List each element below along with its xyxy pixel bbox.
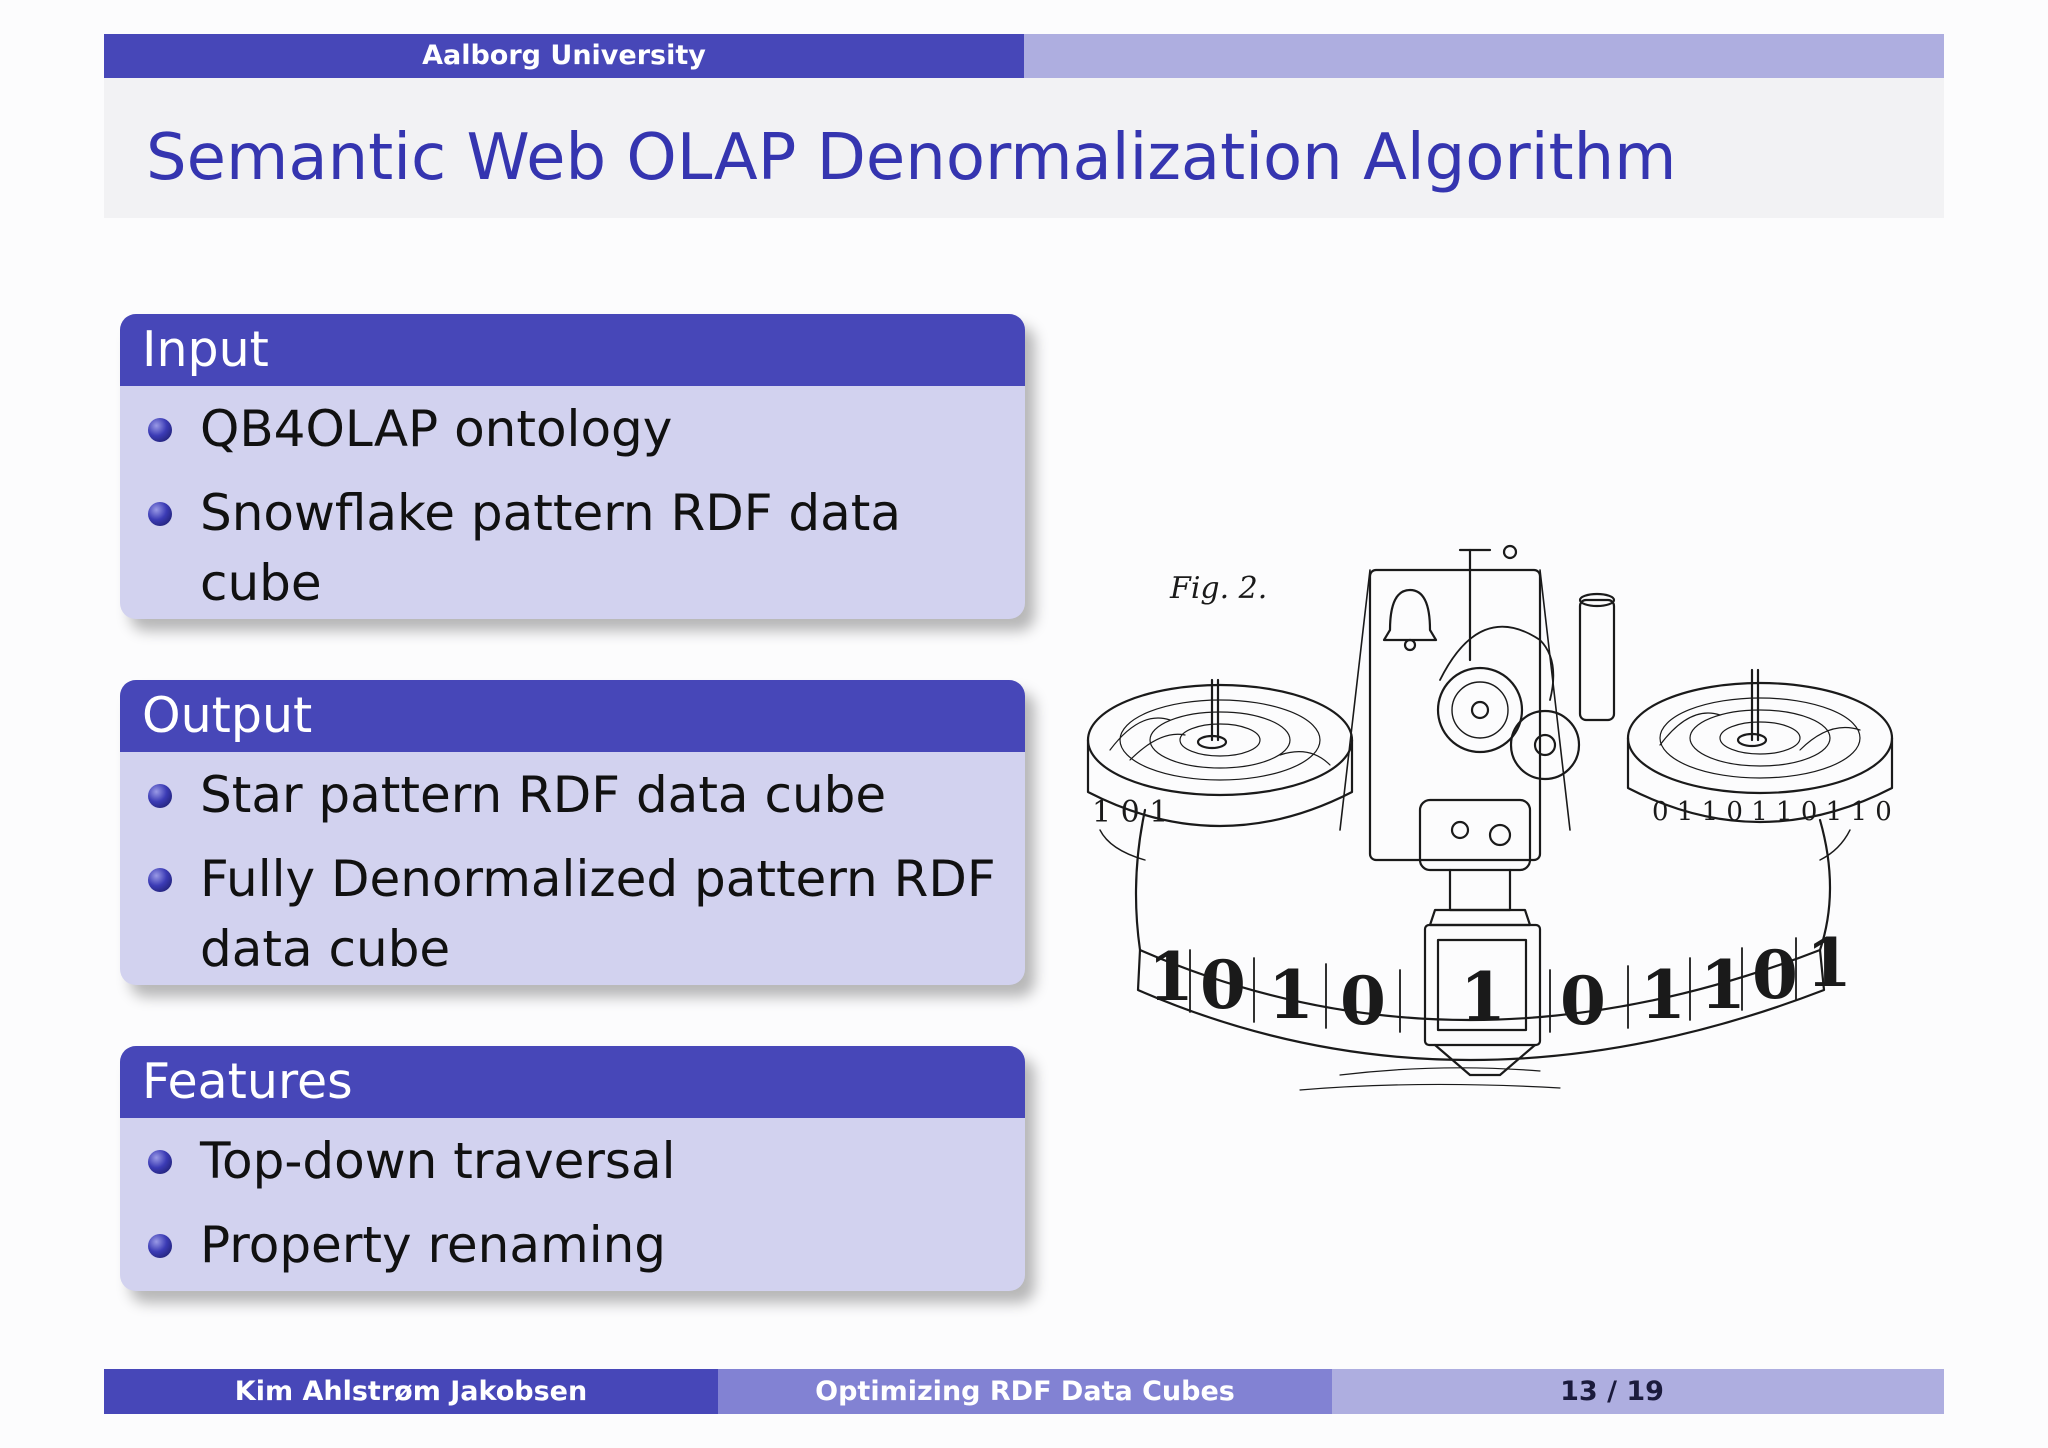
- tape-digit: 1: [1148, 938, 1194, 1016]
- list-item: Star pattern RDF data cube: [148, 760, 1005, 830]
- left-tape-reel: [1086, 678, 1354, 827]
- figure-label: Fig. 2.: [1169, 571, 1267, 606]
- output-block-body: Star pattern RDF data cube Fully Denorma…: [120, 752, 1025, 985]
- header-bar-left: [104, 34, 1024, 78]
- bullet-icon: [148, 418, 172, 442]
- bullet-icon: [148, 1150, 172, 1174]
- list-item: Snowflake pattern RDF data cube: [148, 478, 1005, 618]
- bullet-icon: [148, 784, 172, 808]
- central-mechanism: [1339, 544, 1616, 927]
- footer-author: Kim Ahlstrøm Jakobsen: [234, 1376, 588, 1407]
- title-band: [104, 78, 1944, 218]
- page-number: 13 / 19: [1560, 1376, 1664, 1407]
- tape-digit: 1: [1806, 924, 1852, 1002]
- footer-bar-page: [1332, 1369, 1944, 1414]
- input-block: Input QB4OLAP ontology Snowflake pattern…: [120, 314, 1025, 619]
- list-item: Property renaming: [148, 1210, 1005, 1280]
- tape-digit: 1: [1460, 958, 1506, 1036]
- bullet-icon: [148, 868, 172, 892]
- tape-cell-dividers: [1189, 937, 1797, 1033]
- features-block: Features Top-down traversal Property ren…: [120, 1046, 1025, 1291]
- list-item: Top-down traversal: [148, 1126, 1005, 1196]
- read-head: [1423, 923, 1542, 1077]
- footer-talk-title: Optimizing RDF Data Cubes: [815, 1376, 1235, 1407]
- front-tape-loop: [1099, 808, 1851, 1062]
- tape-digit: 1: [1640, 956, 1686, 1034]
- footer-bar-title: [718, 1369, 1332, 1414]
- list-item: Fully Denormalized pattern RDF data cube: [148, 844, 1005, 984]
- output-block-heading: Output: [120, 680, 1025, 752]
- right-reel-digits: 0 1 1 0 1 1 0 1 1 0: [1652, 797, 1892, 827]
- header-bar-right: [1024, 34, 1944, 78]
- right-tape-reel: [1626, 668, 1894, 823]
- page-title: Semantic Web OLAP Denormalization Algori…: [146, 121, 1677, 195]
- list-item-text: Fully Denormalized pattern RDF data cube: [200, 850, 996, 978]
- features-block-body: Top-down traversal Property renaming: [120, 1118, 1025, 1286]
- output-block: Output Star pattern RDF data cube Fully …: [120, 680, 1025, 985]
- input-block-heading: Input: [120, 314, 1025, 386]
- bullet-icon: [148, 502, 172, 526]
- tape-digit: 0: [1340, 962, 1386, 1040]
- tape-digit: 1: [1268, 956, 1314, 1034]
- tape-digit: 1: [1700, 946, 1746, 1024]
- list-item-text: QB4OLAP ontology: [200, 400, 673, 458]
- left-reel-digits: 1 0 1: [1092, 795, 1168, 830]
- list-item-text: Snowflake pattern RDF data cube: [200, 484, 902, 612]
- list-item: QB4OLAP ontology: [148, 394, 1005, 464]
- bullet-icon: [148, 1234, 172, 1258]
- tape-digit: 0: [1560, 962, 1606, 1040]
- institution-name: Aalborg University: [422, 40, 706, 71]
- tape-digit: 0: [1752, 936, 1798, 1014]
- list-item-text: Star pattern RDF data cube: [200, 766, 887, 824]
- features-block-heading: Features: [120, 1046, 1025, 1118]
- list-item-text: Top-down traversal: [200, 1132, 676, 1190]
- list-item-text: Property renaming: [200, 1216, 667, 1274]
- input-block-body: QB4OLAP ontology Snowflake pattern RDF d…: [120, 386, 1025, 619]
- tape-digit: 0: [1200, 946, 1246, 1024]
- turing-machine-illustration: Fig. 2. 1 0 1 0 1 1 0 1 1 0 1 1 0: [1086, 544, 1894, 1091]
- footer-bar-author: [104, 1369, 718, 1414]
